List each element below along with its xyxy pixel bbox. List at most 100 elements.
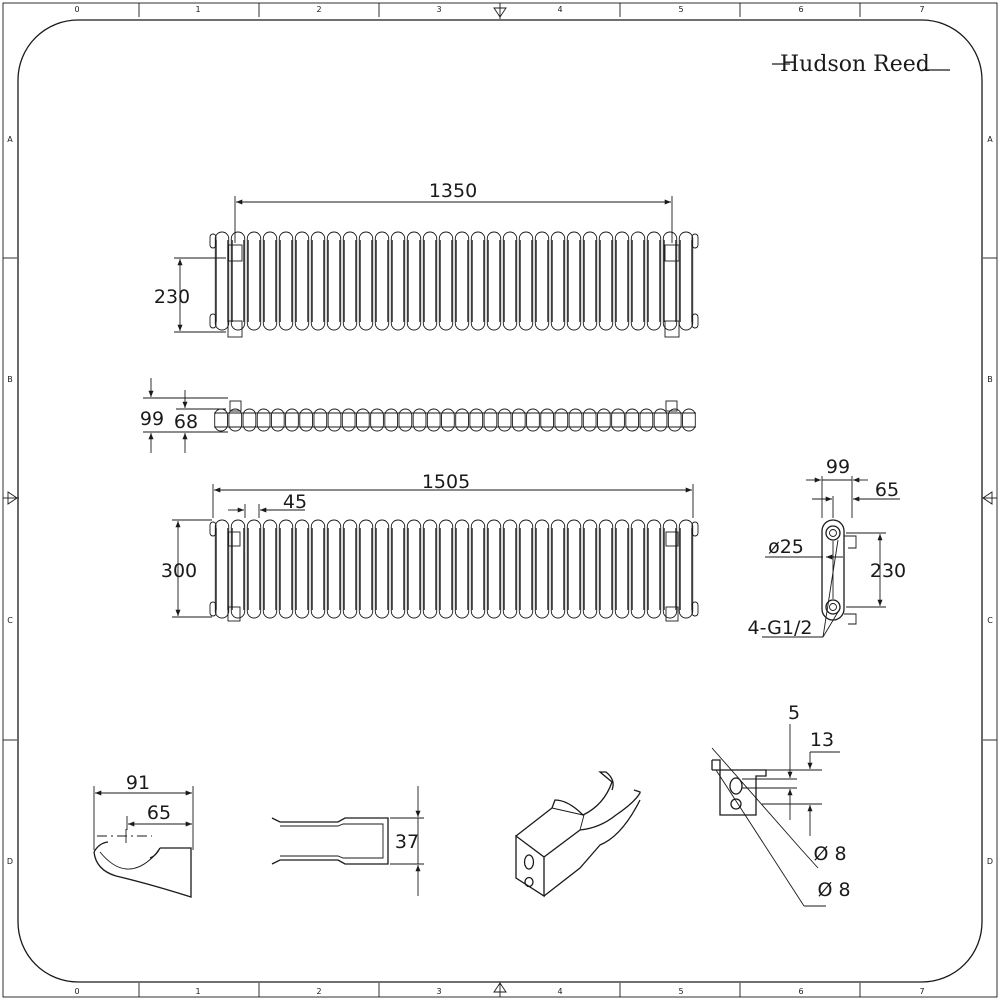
- radiator-column: [294, 519, 310, 619]
- end-cap: [209, 601, 217, 617]
- dimension-label: 45: [283, 491, 307, 513]
- radiator-column: [534, 519, 550, 619]
- radiator-column: [422, 231, 438, 331]
- column-label: 7: [919, 987, 924, 996]
- row-label: B: [7, 375, 13, 384]
- radiator-column: [278, 231, 294, 331]
- radiator-column: [614, 519, 630, 619]
- column-label: 5: [678, 5, 683, 14]
- section: [469, 408, 484, 432]
- row-label: C: [7, 616, 13, 625]
- radiator-column: [566, 519, 582, 619]
- radiator-column: [486, 231, 502, 331]
- valve-tail: [227, 606, 241, 622]
- radiator-column: [502, 231, 518, 331]
- bracket-plan-view: 91 65: [93, 772, 194, 898]
- section: [384, 408, 399, 432]
- section: [497, 408, 512, 432]
- valve-stub: [665, 400, 678, 412]
- radiator-column: [598, 519, 614, 619]
- radiator-column: [470, 519, 486, 619]
- valve-tail: [665, 606, 679, 622]
- section: [370, 408, 384, 432]
- section: [483, 408, 498, 432]
- dimension-label: ø25: [768, 536, 804, 558]
- section: [597, 408, 611, 432]
- column-label: 3: [436, 5, 441, 14]
- radiator-column: [550, 519, 566, 619]
- bracket-side-view: 37: [271, 786, 424, 896]
- row-label: D: [987, 857, 993, 866]
- section: [526, 408, 540, 432]
- radiator-column: [246, 519, 262, 619]
- section: [667, 408, 682, 432]
- section: [625, 408, 640, 432]
- dimension-label: 91: [126, 772, 150, 794]
- bracket-isometric: [515, 771, 641, 898]
- valve-tail: [664, 244, 680, 262]
- dimension-label: 65: [875, 479, 899, 501]
- valve-tail: [227, 244, 243, 262]
- section: [426, 408, 441, 432]
- radiator-column: [358, 519, 374, 619]
- dimension-label: 4-G1/2: [748, 617, 813, 639]
- section: [228, 408, 243, 432]
- section: [441, 408, 455, 432]
- wall-bracket: [844, 535, 857, 549]
- end-cap: [691, 601, 699, 617]
- connection-port: [825, 525, 841, 541]
- valve-stub: [229, 400, 242, 412]
- dimension-label: 99: [140, 408, 164, 430]
- radiator-column: [230, 231, 246, 331]
- section: [653, 408, 668, 432]
- section: [214, 408, 228, 432]
- radiator-column: [518, 231, 534, 331]
- valve-tail: [227, 320, 243, 338]
- side-view: 99 65 ø25 230 4-G1/2: [748, 456, 907, 639]
- bracket-detail: 5 13 Ø 8 Ø 8: [711, 702, 851, 907]
- radiator-column: [406, 519, 422, 619]
- dimension-label: 37: [395, 831, 419, 853]
- radiator-column: [214, 231, 230, 331]
- radiator-column: [518, 519, 534, 619]
- radiator-column: [470, 231, 486, 331]
- radiator-column: [662, 519, 678, 619]
- end-cap: [209, 313, 217, 329]
- radiator-column: [678, 231, 694, 331]
- dimension-label: 230: [154, 286, 190, 308]
- radiator-column: [406, 231, 422, 331]
- radiator-column: [374, 519, 390, 619]
- section: [299, 408, 313, 432]
- column-label: 1: [195, 987, 200, 996]
- end-cap: [691, 313, 699, 329]
- section: [285, 408, 299, 432]
- radiator-column: [390, 231, 406, 331]
- valve-tail: [664, 320, 680, 338]
- brand-name: Hudson Reed: [780, 52, 930, 77]
- section: [256, 408, 271, 432]
- radiator-column: [262, 231, 278, 331]
- radiator-column: [646, 519, 662, 619]
- dimension-label: 65: [147, 802, 171, 824]
- wall-bracket: [844, 613, 857, 625]
- radiator-column: [646, 231, 662, 331]
- section: [270, 408, 285, 432]
- column-label: 1: [195, 5, 200, 14]
- dimension-label: 5: [788, 702, 800, 724]
- dimension-label: 1505: [422, 471, 470, 493]
- dimension-label: 13: [810, 729, 834, 751]
- radiator-column: [294, 231, 310, 331]
- radiator-column: [582, 231, 598, 331]
- section: [554, 408, 569, 432]
- section: [341, 408, 356, 432]
- section: [242, 408, 257, 432]
- column-label: 6: [798, 987, 803, 996]
- radiator-column: [502, 519, 518, 619]
- dimension-label: 300: [161, 560, 197, 582]
- valve-tail: [227, 531, 241, 547]
- radiator-column: [438, 519, 454, 619]
- radiator-column: [214, 519, 230, 619]
- end-cap: [209, 233, 217, 249]
- radiator-column: [310, 231, 326, 331]
